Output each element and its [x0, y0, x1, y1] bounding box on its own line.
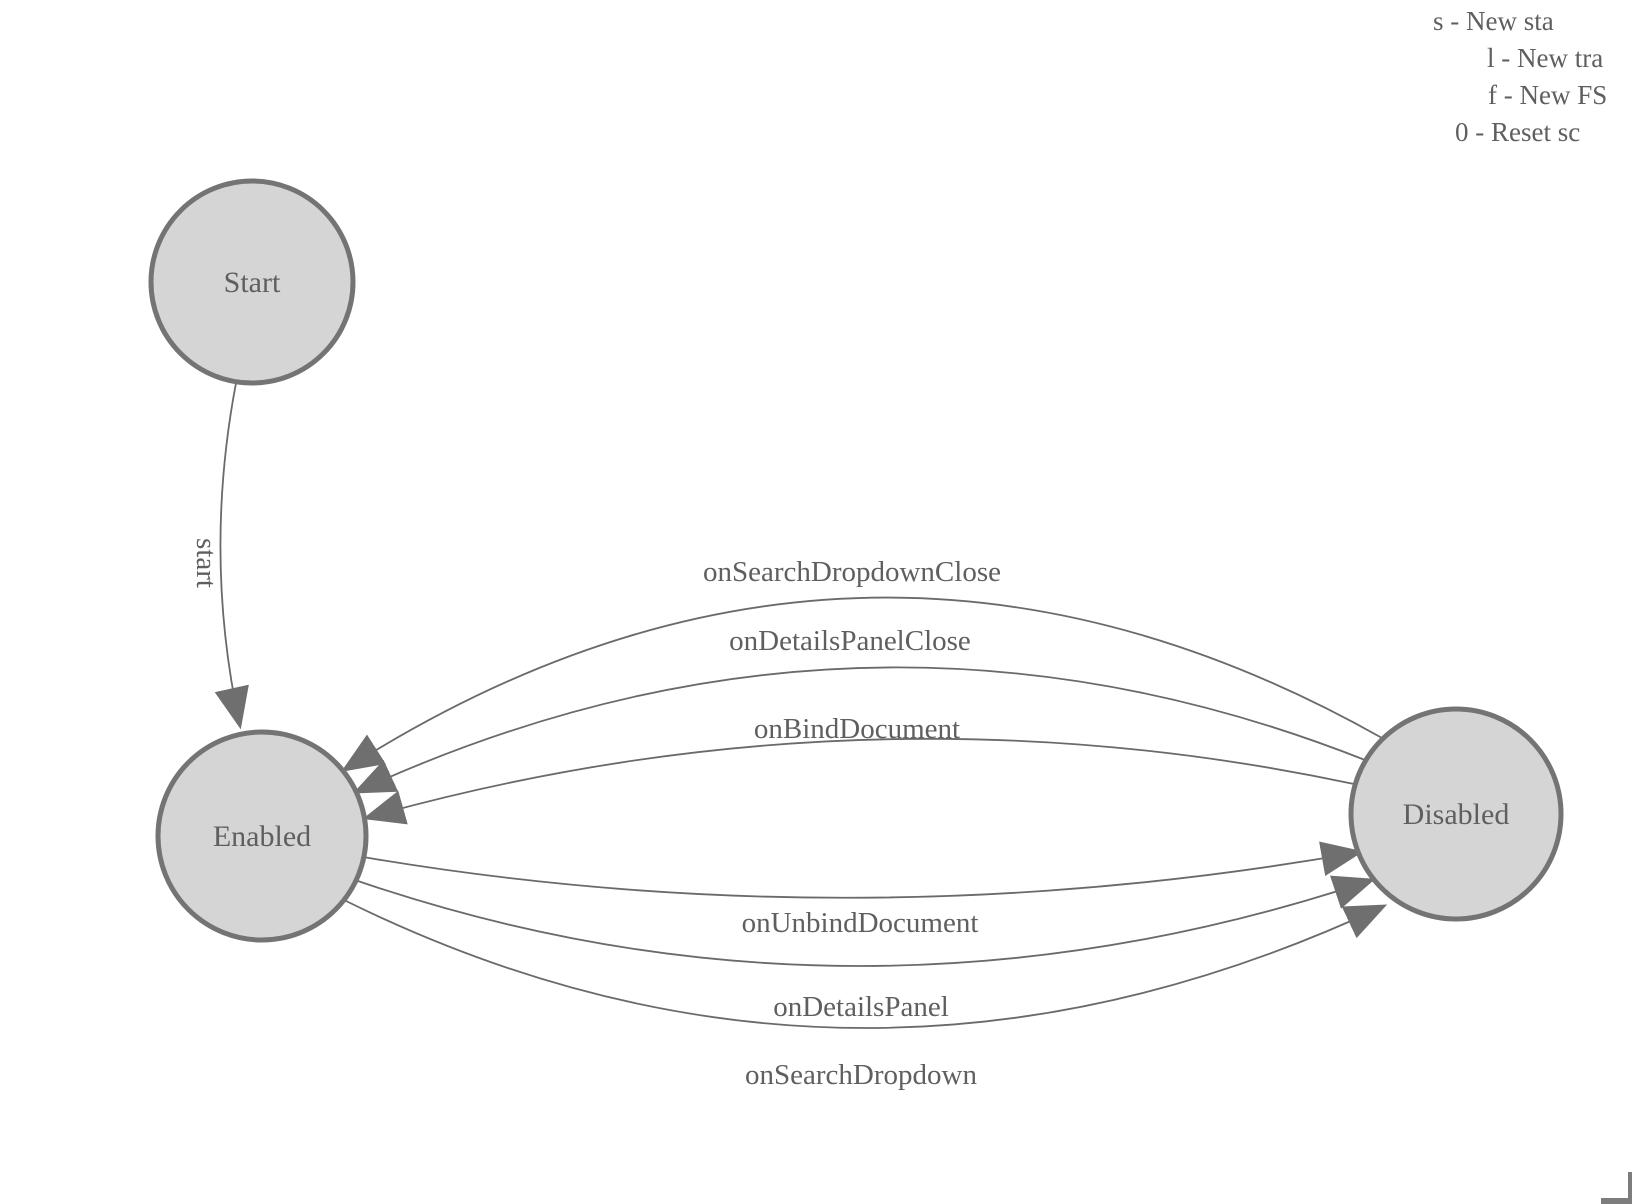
transition-label: start — [190, 538, 222, 588]
transition-edge[interactable] — [214, 382, 249, 730]
state-start: Start — [148, 178, 356, 386]
transition-onSearchDropdownClose: onSearchDropdownClose — [341, 556, 1383, 772]
state-circle[interactable] — [155, 729, 369, 943]
bottom-right-corner-bracket — [1601, 1198, 1632, 1204]
transition-edge[interactable] — [343, 899, 1388, 1029]
transition-edge[interactable] — [362, 737, 1355, 825]
transition-onBindDocument: onBindDocument — [362, 713, 1355, 825]
bottom-right-corner-bracket — [1628, 1172, 1632, 1204]
state-circle[interactable] — [148, 178, 356, 386]
transition-onUnbindDocument: onUnbindDocument — [362, 841, 1364, 939]
transition-label: onSearchDropdownClose — [703, 556, 1001, 588]
transition-label: onUnbindDocument — [742, 907, 979, 939]
transition-edge[interactable] — [362, 841, 1364, 899]
transition-onDetailsPanelClose: onDetailsPanelClose — [352, 625, 1366, 794]
state-circle[interactable] — [1348, 706, 1564, 922]
transition-label: onSearchDropdown — [745, 1059, 977, 1091]
state-label: Enabled — [213, 820, 311, 853]
state-enabled: Enabled — [155, 729, 369, 943]
state-label: Disabled — [1403, 798, 1510, 831]
state-disabled: Disabled — [1348, 706, 1564, 922]
state-label: Start — [224, 266, 281, 299]
transition-label: onDetailsPanel — [773, 991, 949, 1023]
transition-label: onBindDocument — [754, 713, 960, 745]
transition-onDetailsPanel: onDetailsPanel — [354, 875, 1376, 1023]
transition-edge[interactable] — [341, 596, 1383, 772]
transition-edge[interactable] — [354, 875, 1376, 967]
transition-onSearchDropdown: onSearchDropdown — [343, 899, 1388, 1091]
transition-label: onDetailsPanelClose — [729, 625, 971, 657]
transition-edge[interactable] — [352, 666, 1366, 794]
transition-start: start — [190, 382, 249, 730]
